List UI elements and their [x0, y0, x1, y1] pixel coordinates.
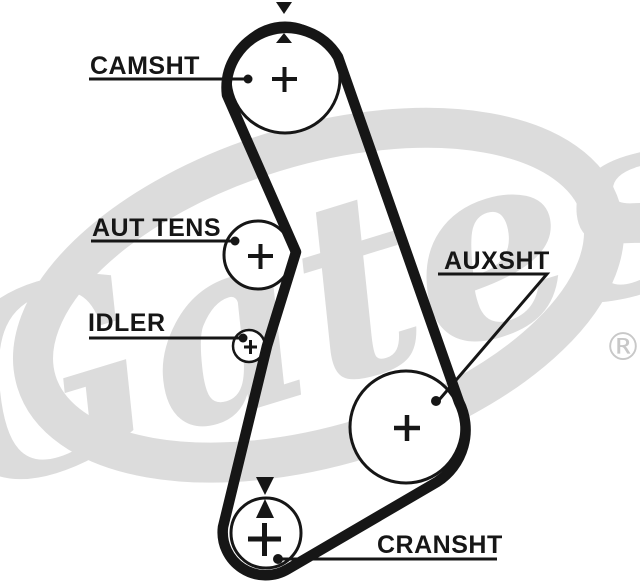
auxshaft-center-mark-icon: [394, 415, 420, 441]
crankshaft-timing-mark-outer-icon: [256, 477, 274, 495]
camshaft-timing-mark-inner-icon: [276, 26, 292, 43]
camshaft-timing-mark-outer-icon: [276, 2, 292, 14]
tensioner-leader-dot: [230, 236, 240, 246]
crankshaft-label: CRANSHT: [377, 531, 503, 559]
registered-trademark-icon: ®: [604, 325, 640, 369]
auxshaft-label: AUXSHT: [444, 247, 550, 275]
camshaft-label: CAMSHT: [90, 52, 200, 80]
camshaft-center-mark-icon: [272, 67, 297, 92]
auxshaft-leader-line: [437, 272, 551, 401]
idler-center-mark-icon: [244, 340, 257, 354]
crankshaft-leader-dot: [273, 554, 283, 564]
crankshaft-timing-mark-inner-icon: [256, 499, 274, 518]
idler-leader-dot: [238, 333, 248, 343]
timing-belt: [217, 22, 471, 581]
camshaft-leader-dot: [243, 74, 253, 84]
idler-label: IDLER: [88, 309, 166, 337]
tensioner-label: AUT TENS: [92, 214, 221, 242]
tensioner-center-mark-icon: [248, 244, 273, 269]
auxshaft-leader-dot: [431, 396, 441, 406]
crankshaft-center-mark-icon: [248, 523, 281, 556]
